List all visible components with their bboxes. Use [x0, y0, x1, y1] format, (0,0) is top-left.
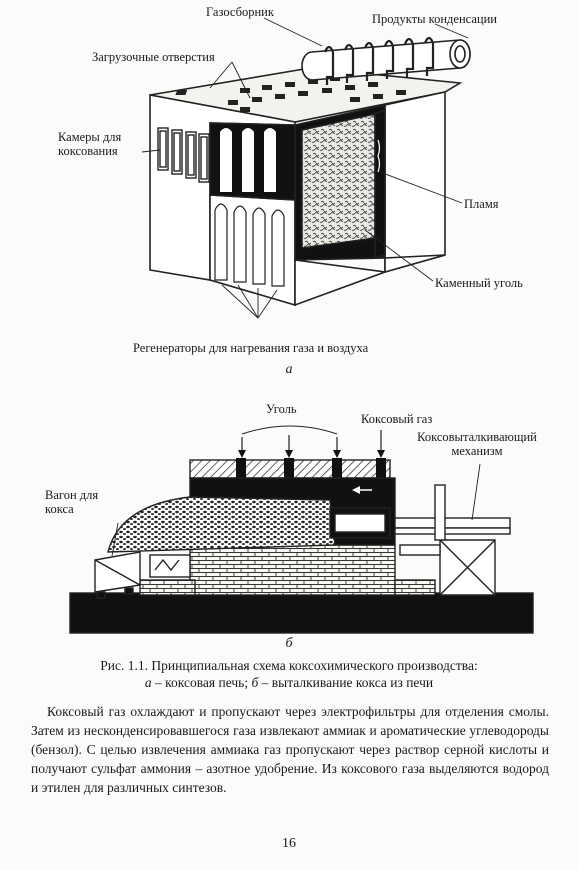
gas-collector-pipe [301, 36, 471, 85]
caption-a-letter: а [144, 675, 152, 690]
figure-a-leaders [141, 17, 469, 319]
caption-line-1: Рис. 1.1. Принципиальная схема коксохими… [100, 658, 478, 673]
label-flame: Пламя [464, 197, 499, 211]
label-coal: Каменный уголь [435, 276, 523, 290]
caption-b-text: – выталкивание кокса из печи [258, 675, 434, 690]
figure-a-letter: а [285, 362, 293, 377]
label-coal-b: Уголь [266, 402, 297, 416]
figure-caption: Рис. 1.1. Принципиальная схема коксохими… [0, 657, 578, 691]
label-coking-chambers: Камеры для коксования [58, 130, 122, 158]
cutaway-section [209, 104, 386, 287]
label-gas-collector: Газосборник [206, 5, 274, 19]
figure-b-drawing [69, 425, 534, 634]
figure-b-letter: б [285, 636, 293, 651]
chamber-slots [157, 127, 210, 183]
label-loading-holes: Загрузочные отверстия [92, 50, 215, 64]
caption-b-letter: б [251, 675, 259, 690]
caption-line-2: а – коксовая печь; б – выталкивание кокс… [0, 674, 578, 691]
caption-a-text: – коксовая печь; [151, 675, 252, 690]
label-coke-wagon: Вагон для кокса [45, 488, 99, 516]
label-condensation-products: Продукты конденсации [372, 12, 497, 26]
label-pusher: Коксовыталкивающий механизм [417, 430, 537, 458]
body-paragraph: Коксовый газ охлаждают и пропускают чере… [31, 704, 549, 795]
page-number: 16 [282, 836, 296, 851]
label-coke-gas: Коксовый газ [361, 412, 433, 426]
label-regenerators: Регенераторы для нагревания газа и возду… [133, 341, 369, 355]
